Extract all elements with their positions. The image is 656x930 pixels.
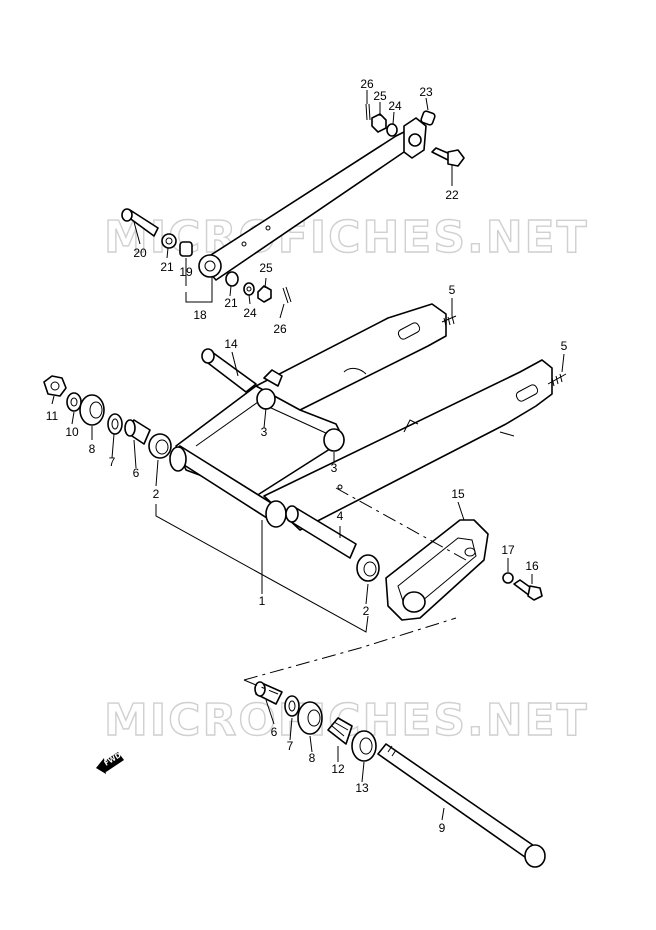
adjuster-12 (327, 717, 353, 745)
callout-13: 13 (355, 781, 369, 795)
callout-9: 9 (439, 821, 446, 835)
callout-25-lower: 25 (259, 261, 273, 275)
callout-21-right: 21 (224, 296, 238, 310)
callout-23: 23 (419, 85, 433, 99)
bracket-3 (263, 369, 283, 387)
callout-24-lower: 24 (243, 306, 257, 320)
callout-11: 11 (46, 409, 59, 423)
callout-18: 18 (193, 308, 207, 322)
callout-4: 4 (337, 509, 344, 523)
callout-5-lower: 5 (561, 339, 568, 353)
callout-numbers: 26 25 24 23 22 20 21 19 18 21 24 25 26 5… (46, 77, 568, 835)
bolt-22 (431, 147, 465, 167)
cotter-pin-26-upper (365, 103, 371, 121)
callout-12: 12 (331, 762, 345, 776)
fwd-arrow-icon: FWD (96, 751, 124, 774)
leader-lines (51, 90, 565, 821)
torque-rod (198, 117, 427, 281)
nut-25-lower (257, 285, 272, 303)
adjuster-bolt-5-upper (441, 315, 457, 327)
callout-16: 16 (525, 559, 539, 573)
callout-21-left: 21 (160, 260, 174, 274)
bush-21-left (161, 233, 177, 249)
callout-8-lower: 8 (309, 751, 316, 765)
washer-7 (107, 413, 123, 435)
cover-15 (385, 519, 489, 621)
spacer-6 (124, 419, 151, 445)
swingarm-1 (169, 303, 553, 531)
callout-17: 17 (501, 543, 515, 557)
cotter-pin-26-lower (282, 286, 292, 304)
callout-19: 19 (179, 265, 193, 279)
bush-21-right (225, 271, 239, 287)
callout-2-right: 2 (363, 604, 370, 618)
callout-14: 14 (224, 337, 238, 351)
washer-7-lower (284, 695, 300, 717)
spacer-23 (420, 110, 436, 126)
washer-24-upper (386, 123, 398, 137)
shaft-4 (285, 505, 357, 559)
callout-8-upper: 8 (89, 442, 96, 456)
callout-25-upper: 25 (373, 89, 387, 103)
locknut-13 (351, 730, 377, 762)
callout-15: 15 (451, 487, 465, 501)
bolt-20 (121, 208, 159, 237)
callout-20: 20 (133, 246, 147, 260)
watermark-top: MICROFICHES.NET (104, 212, 589, 263)
callout-22: 22 (445, 188, 459, 202)
callout-7-upper: 7 (109, 455, 116, 469)
seal-8 (79, 394, 105, 426)
callout-2-left: 2 (153, 487, 160, 501)
spacer-6-lower (254, 681, 283, 705)
callout-10: 10 (65, 425, 79, 439)
spacer-19 (179, 241, 193, 257)
washer-10 (66, 392, 82, 412)
callout-24-upper: 24 (388, 99, 402, 113)
callout-6-lower: 6 (271, 725, 278, 739)
adjuster-bolt-5-lower (547, 373, 567, 387)
callout-5-upper: 5 (449, 283, 456, 297)
callout-6-upper: 6 (133, 466, 140, 480)
nut-11 (43, 375, 67, 397)
washer-24-lower (243, 282, 255, 296)
bearing-2-left (148, 433, 172, 459)
collar-17 (502, 572, 514, 584)
shaft-14 (201, 348, 257, 393)
alignment-lines (243, 487, 467, 695)
bolt-16 (513, 579, 543, 601)
callout-3-upper: 3 (261, 425, 268, 439)
callout-3-lower: 3 (331, 461, 338, 475)
nut-25-upper (371, 113, 387, 133)
bearing-2-right (356, 554, 380, 582)
callout-7-lower: 7 (287, 739, 294, 753)
callout-26-upper: 26 (360, 77, 374, 91)
callout-26-lower: 26 (273, 322, 287, 336)
pivot-shaft-9 (377, 743, 546, 868)
seal-8-lower (297, 701, 323, 735)
callout-1: 1 (259, 594, 266, 608)
